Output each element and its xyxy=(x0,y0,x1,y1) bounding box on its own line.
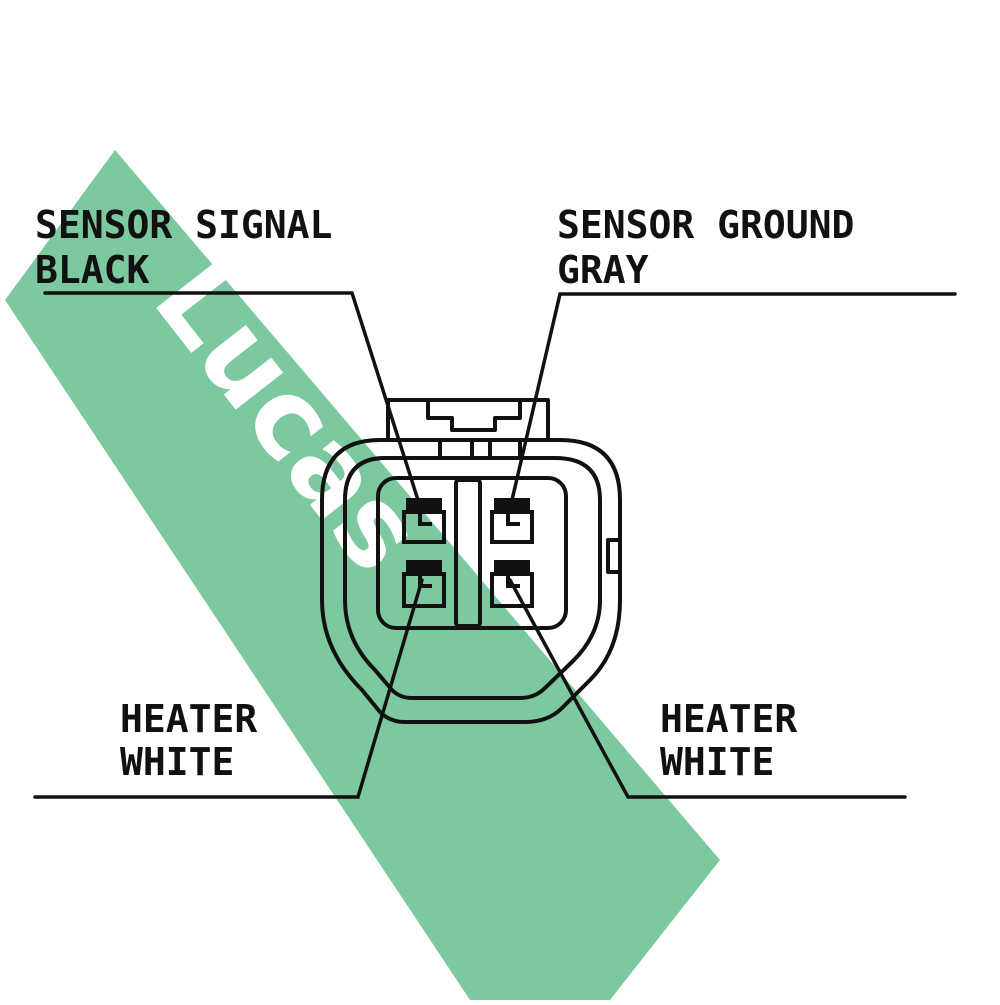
connector-inner-shell xyxy=(343,456,602,700)
latch-tab xyxy=(426,402,522,432)
pin-heater-left xyxy=(402,560,446,608)
label-sensor-signal-line1: SENSOR SIGNAL xyxy=(35,203,332,247)
label-sensor-ground: SENSOR GROUND GRAY xyxy=(557,203,854,292)
pin-heater-right xyxy=(490,560,534,608)
connector-body xyxy=(320,398,622,724)
label-heater-right-line2: WHITE xyxy=(660,740,774,784)
label-sensor-signal: SENSOR SIGNAL BLACK xyxy=(35,203,332,292)
leader-lines xyxy=(33,291,957,799)
center-divider xyxy=(454,478,482,628)
leader-heater-right xyxy=(508,578,907,799)
label-heater-right: HEATER WHITE xyxy=(660,697,797,784)
label-heater-left-line2: WHITE xyxy=(120,740,234,784)
connector-side-notch xyxy=(606,538,620,574)
label-sensor-ground-line1: SENSOR GROUND xyxy=(557,203,854,247)
label-sensor-signal-line2: BLACK xyxy=(35,248,150,292)
label-heater-left: HEATER WHITE xyxy=(120,697,257,784)
watermark-band xyxy=(5,150,720,1000)
label-heater-right-line1: HEATER xyxy=(660,697,797,741)
pins xyxy=(402,498,534,608)
label-heater-left-line1: HEATER xyxy=(120,697,257,741)
leader-heater-left xyxy=(33,578,424,799)
label-sensor-ground-line2: GRAY xyxy=(557,248,649,292)
pin-sensor-signal xyxy=(402,498,446,544)
pin-sensor-ground xyxy=(490,498,534,544)
leader-sensor-ground xyxy=(510,292,957,502)
connector-outer-shell xyxy=(320,438,622,724)
leader-sensor-signal xyxy=(43,291,420,502)
